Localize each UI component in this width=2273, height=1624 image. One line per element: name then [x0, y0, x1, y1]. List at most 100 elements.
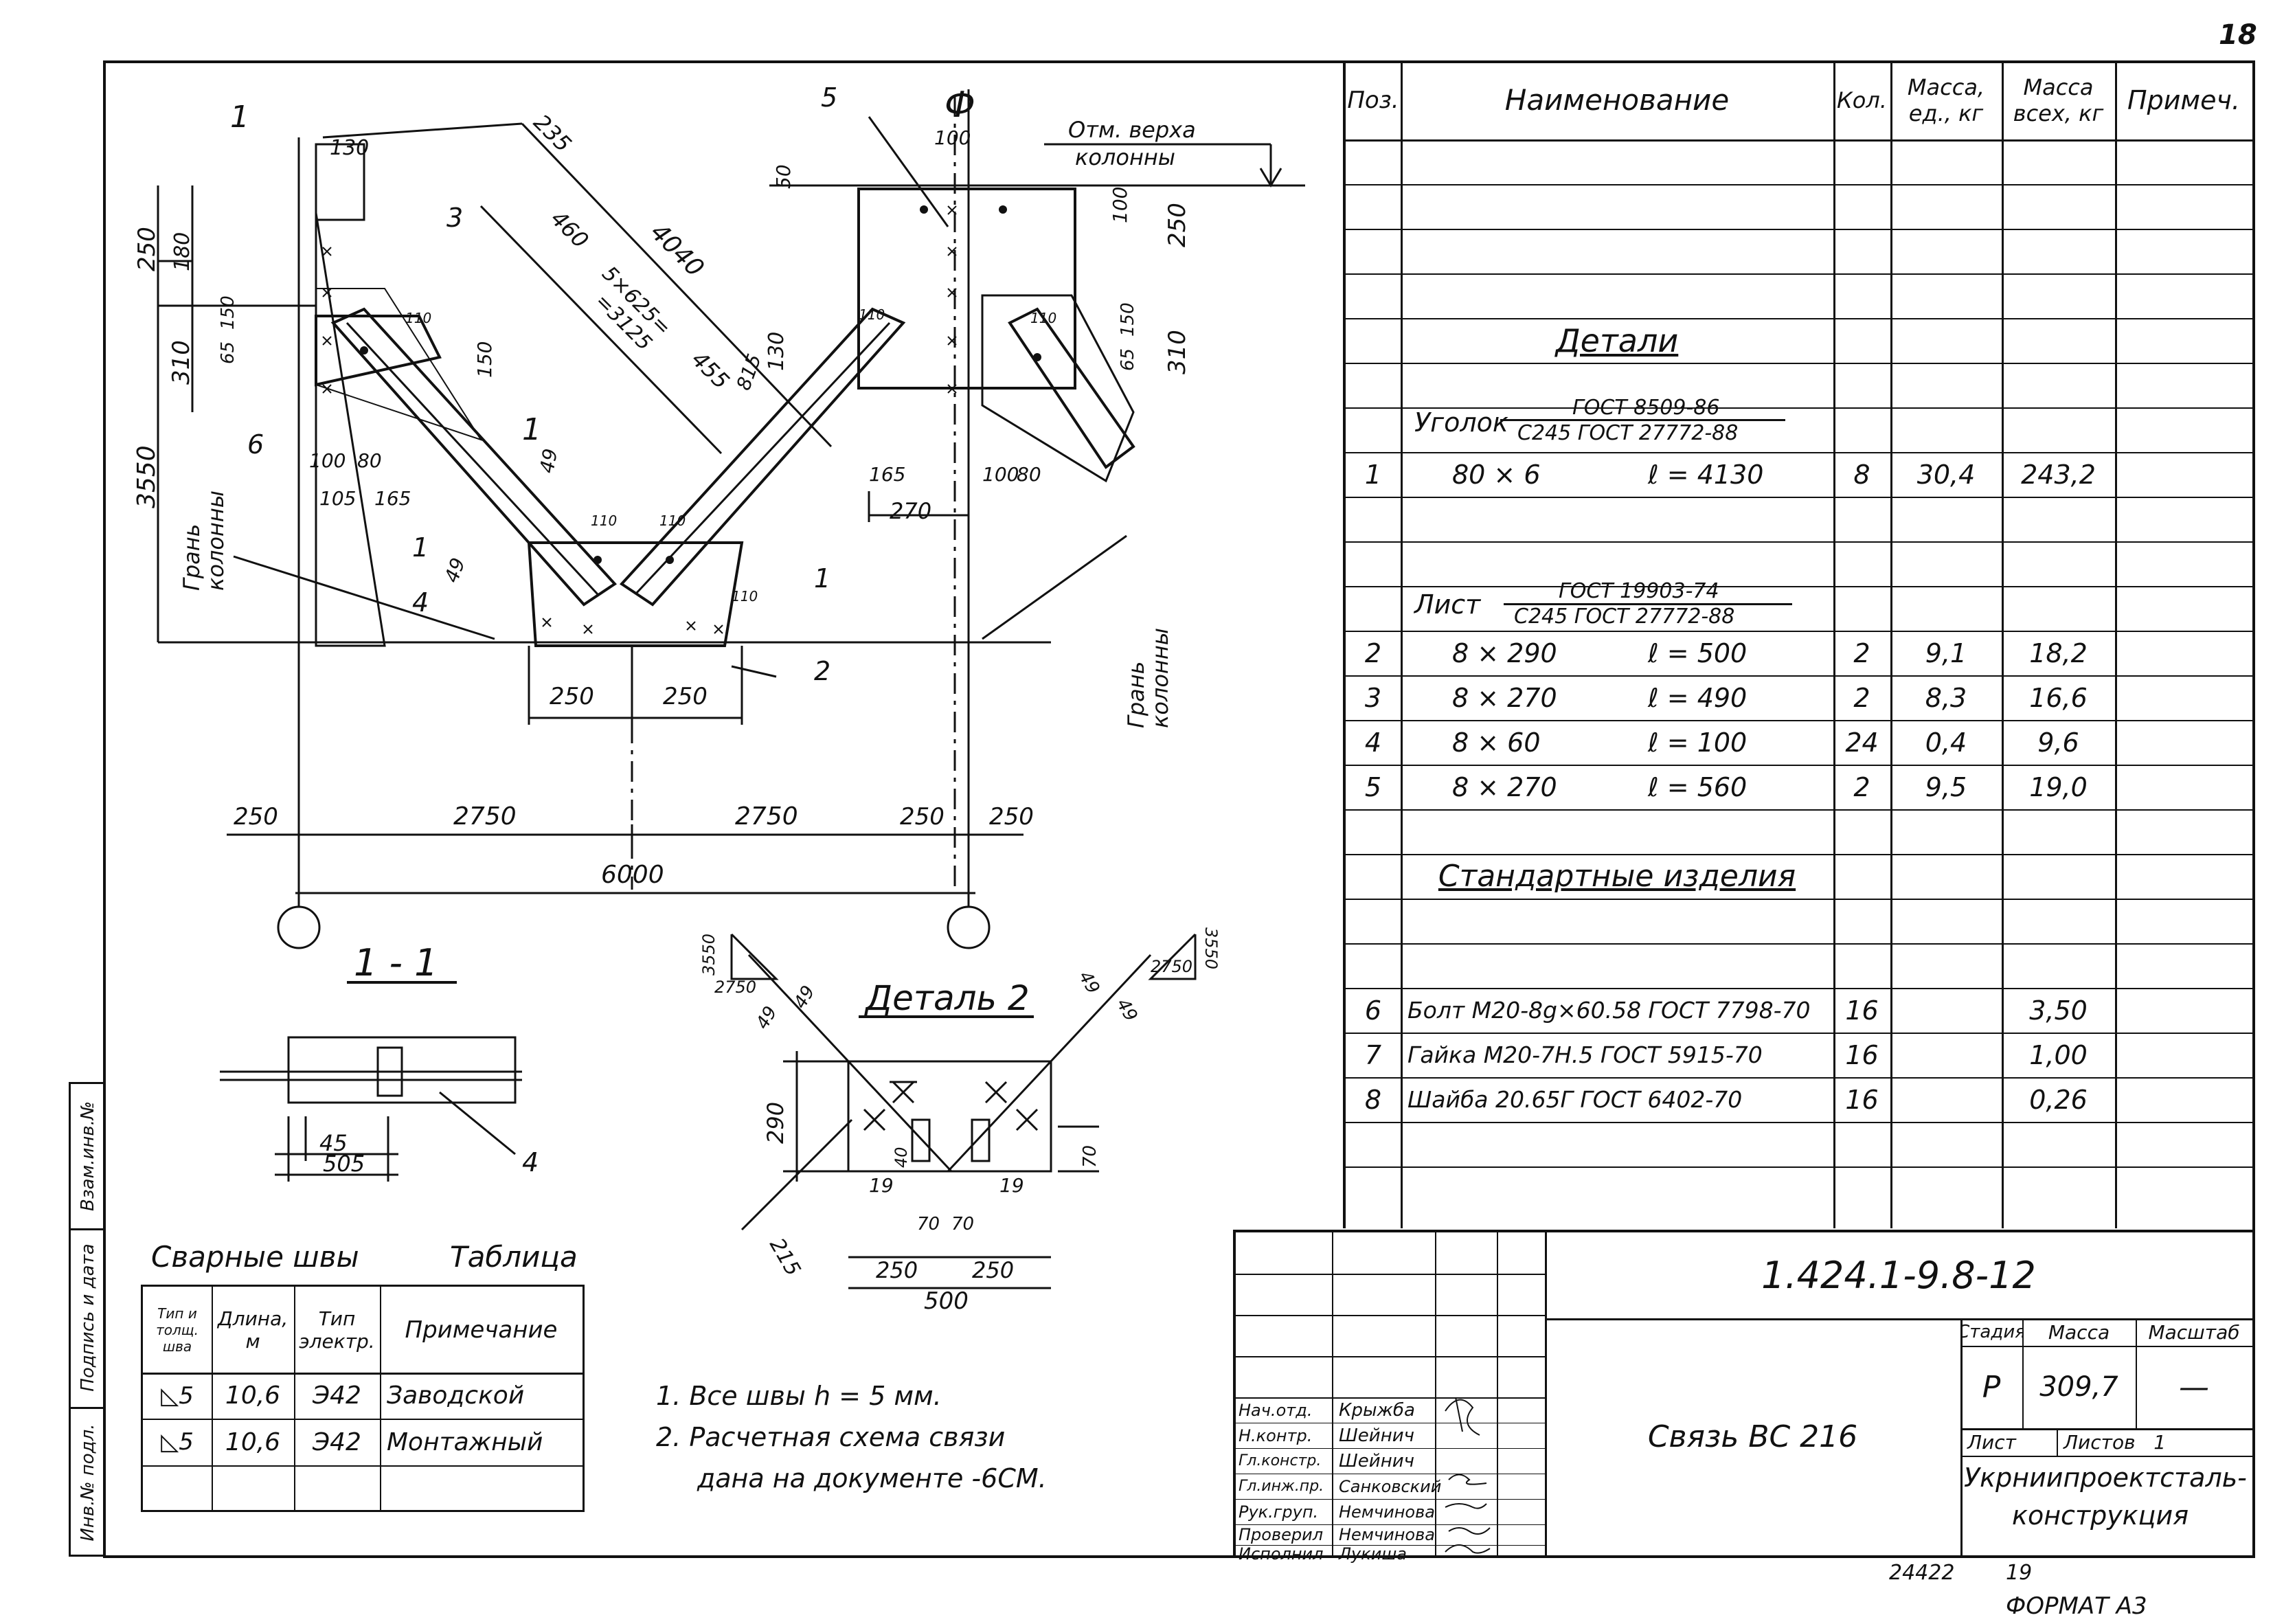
- dim-100-left: 100: [309, 449, 346, 472]
- dim-250-br2: 250: [989, 803, 1034, 831]
- spec-section-standard: Стандартные изделия: [1438, 859, 1796, 894]
- dim-250-left: 250: [133, 227, 161, 271]
- note-3: дана на документе -6СМ.: [697, 1463, 1047, 1493]
- name-6: Немчинова: [1339, 1525, 1435, 1544]
- dim-65-right: 65: [1118, 348, 1138, 371]
- stage-value: Р: [1982, 1369, 2001, 1405]
- pos-5: 5: [821, 82, 837, 113]
- dim-310-right: 310: [1164, 330, 1191, 374]
- dim-250-bottom-left: 250: [550, 683, 594, 710]
- detail-dim-40: 40: [892, 1147, 911, 1168]
- role-5: Рук.груп.: [1239, 1502, 1319, 1522]
- section-1-1-title: 1 - 1: [354, 941, 438, 984]
- dim-65-left: 65: [218, 341, 238, 364]
- side-stamp: Взам.инв.№ Подпись и дата Инв.№ подл.: [69, 1082, 105, 1557]
- dim-130-top: 130: [330, 136, 369, 160]
- dim-250-br1: 250: [900, 803, 945, 831]
- detail-dim-70-a: 70: [917, 1214, 940, 1234]
- dim-110-c: 110: [659, 512, 686, 529]
- welds-header-electrode: Тип электр.: [299, 1307, 375, 1353]
- pos-2: 2: [814, 656, 830, 686]
- spec-header-total-mass: Масса всех, кг: [2013, 74, 2104, 126]
- section-mark-mid: 1: [522, 412, 541, 447]
- note-1: 1. Все швы h = 5 мм.: [656, 1381, 942, 1411]
- name-7: Лукиша: [1339, 1544, 1407, 1564]
- sheets-count: 1: [2153, 1430, 2167, 1454]
- detail-dim-49-b: 49: [790, 982, 819, 1013]
- archive-number: 24422: [1889, 1561, 1955, 1585]
- weld-row-2-type: ◺5: [161, 1428, 194, 1456]
- top-level-note-line2: колонны: [1075, 144, 1175, 170]
- weld-row-1-type: ◺5: [161, 1381, 194, 1410]
- dim-6000: 6000: [601, 861, 664, 889]
- top-level-note-line1: Отм. верха: [1068, 117, 1196, 143]
- name-2: Шейнич: [1339, 1425, 1414, 1446]
- signatures: [1445, 1397, 1491, 1554]
- column-face-left-2: колонны: [203, 490, 229, 591]
- detail-dim-290: 290: [762, 1102, 789, 1144]
- spec-sheet-name: Лист: [1414, 589, 1481, 620]
- column-face-right-2: колонны: [1147, 628, 1173, 728]
- dim-100-right: 100: [982, 463, 1019, 486]
- dim-150-right: 150: [1118, 302, 1138, 337]
- detail-dim-3550-l: 3550: [699, 934, 719, 975]
- detail-dim-250-r: 250: [972, 1257, 1014, 1283]
- welds-header-length: Длина, м: [217, 1307, 289, 1353]
- scale-label: Масштаб: [2148, 1320, 2240, 1344]
- scale-value: —: [2179, 1369, 2209, 1405]
- dim-235: 235: [528, 109, 576, 157]
- org-line-2: конструкция: [2012, 1500, 2189, 1531]
- dim-80-left: 80: [357, 449, 382, 472]
- spec-header-pos: Поз.: [1347, 86, 1399, 114]
- dim-3550: 3550: [133, 445, 161, 508]
- note-2: 2. Расчетная схема связи: [656, 1422, 1006, 1452]
- role-4: Гл.инж.пр.: [1239, 1478, 1324, 1495]
- dim-815: 815: [732, 351, 766, 394]
- pos-6: 6: [247, 429, 264, 460]
- section-dim-45: 45: [319, 1130, 348, 1156]
- stage-label: Стадия: [1960, 1322, 2022, 1342]
- detail-dim-215: 215: [765, 1234, 805, 1281]
- detail-dim-70-v: 70: [1080, 1145, 1100, 1168]
- welds-table-label: Таблица: [450, 1240, 578, 1274]
- weld-row-2-note: Монтажный: [387, 1428, 543, 1456]
- spec-angle-std-top: ГОСТ 8509-86: [1572, 396, 1720, 420]
- spec-header-name: Наименование: [1504, 83, 1730, 117]
- page-number: 18: [2219, 19, 2257, 51]
- name-4: Санковский: [1339, 1476, 1442, 1496]
- spec-header-unit-mass: Масса, ед., кг: [1907, 74, 1985, 126]
- dim-250-right: 250: [1164, 203, 1191, 247]
- dim-165-left: 165: [374, 487, 411, 510]
- welds-header-type: Тип и толщ. шва: [156, 1305, 199, 1355]
- dim-105: 105: [319, 487, 356, 510]
- pos-1-right: 1: [814, 563, 830, 594]
- dim-455: 455: [686, 346, 734, 394]
- dim-2750-l: 2750: [453, 802, 517, 831]
- detail-2-title: Деталь 2: [864, 978, 1030, 1018]
- detail-dim-49-c: 49: [1074, 968, 1104, 998]
- dim-49-b: 49: [440, 555, 470, 586]
- spec-sheet-std-top: ГОСТ 19903-74: [1559, 579, 1719, 603]
- dim-4040: 4040: [645, 218, 710, 282]
- detail-dim-3550-r: 3550: [1201, 927, 1221, 969]
- title-block: 1.424.1-9.8-12 Связь ВС 216 Стадия Масса…: [1233, 1230, 2252, 1564]
- detail-dim-70-b: 70: [951, 1214, 974, 1234]
- sheet-label: Лист: [1967, 1430, 2016, 1454]
- name-1: Крыжба: [1339, 1399, 1415, 1421]
- role-3: Гл.констр.: [1239, 1452, 1322, 1469]
- welds-title: Сварные швы: [151, 1240, 359, 1274]
- doc-code: 1.424.1-9.8-12: [1761, 1254, 2036, 1297]
- detail-dim-2750-r: 2750: [1151, 957, 1192, 976]
- spec-sheet-std-bottom: С245 ГОСТ 27772-88: [1514, 605, 1735, 629]
- weld-row-1-note: Заводской: [387, 1381, 525, 1410]
- role-7: Исполнил: [1239, 1544, 1324, 1564]
- bracing-drawing: 1 1 Ф Отм. верха колонны Грань колонны Г…: [133, 82, 1305, 1315]
- dim-49-a: 49: [535, 447, 562, 475]
- dim-270: 270: [890, 498, 931, 524]
- spec-section-details: Детали: [1555, 322, 1679, 359]
- dim-180: 180: [170, 232, 194, 271]
- detail-dim-49-d: 49: [1112, 995, 1142, 1026]
- spec-angle-std-bottom: С245 ГОСТ 27772-88: [1517, 421, 1739, 445]
- spec-header-note: Примеч.: [2127, 84, 2240, 115]
- dim-150-left: 150: [218, 295, 238, 330]
